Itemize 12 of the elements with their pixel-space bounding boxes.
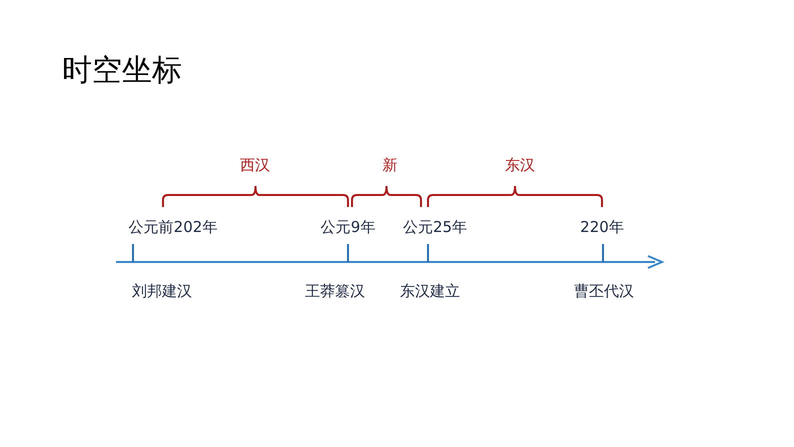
year-label: 220年 [580, 218, 624, 237]
event-label: 王莽篡汉 [305, 282, 365, 301]
event-label: 刘邦建汉 [132, 282, 192, 301]
year-label: 公元9年 [320, 218, 376, 237]
year-label: 公元前202年 [128, 218, 218, 237]
title: 时空坐标 [62, 52, 182, 90]
period-label: 西汉 [240, 156, 270, 175]
event-label: 东汉建立 [400, 282, 460, 301]
period-label: 新 [382, 156, 398, 175]
period-label: 东汉 [505, 156, 535, 175]
year-label: 公元25年 [402, 218, 468, 237]
event-label: 曹丕代汉 [574, 282, 634, 301]
